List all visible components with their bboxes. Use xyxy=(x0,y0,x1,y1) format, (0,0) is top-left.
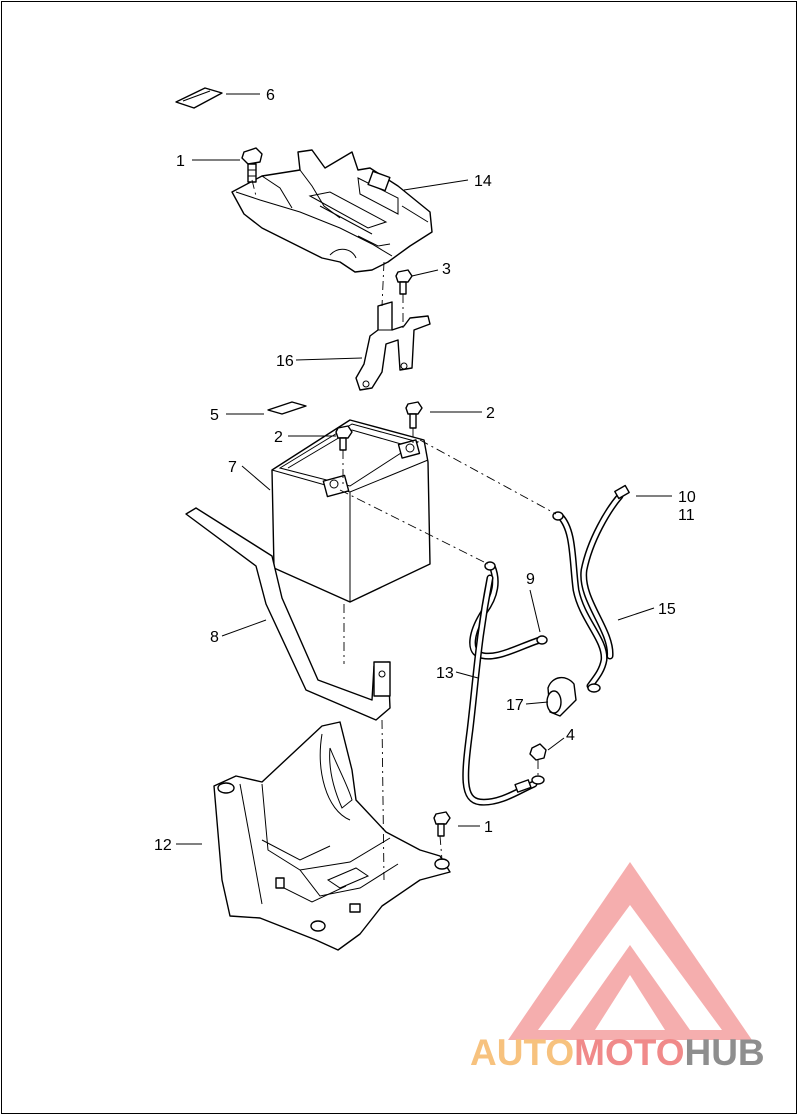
part-4-nut xyxy=(529,743,547,761)
callout-10: 10 xyxy=(678,489,696,506)
part-7-battery xyxy=(271,419,431,603)
callout-2-left: 2 xyxy=(274,429,283,446)
part-17-terminal-cover xyxy=(546,677,577,717)
callout-16: 16 xyxy=(276,353,294,370)
callout-14: 14 xyxy=(474,173,492,190)
callout-9: 9 xyxy=(526,571,535,588)
callout-8: 8 xyxy=(210,629,219,646)
watermark-word-hub: HUB xyxy=(684,1032,765,1073)
callout-12: 12 xyxy=(154,837,172,854)
part-1-bolt-top xyxy=(241,147,263,183)
part-13-cable xyxy=(462,561,548,806)
callout-labels: 6 1 14 3 16 5 2 2 7 10 11 9 15 8 13 17 4… xyxy=(154,87,696,854)
callout-5: 5 xyxy=(210,407,219,424)
callout-3: 3 xyxy=(442,261,451,278)
callout-1-lower: 1 xyxy=(484,819,493,836)
leader-lines xyxy=(176,93,672,845)
watermark-word-moto: MOTO xyxy=(574,1032,685,1073)
watermark-logo-mark xyxy=(508,862,752,1040)
callout-13: 13 xyxy=(436,665,454,682)
watermark-logo-text: AUTOMOTOHUB xyxy=(470,1032,765,1074)
part-8-strap xyxy=(185,507,391,721)
callout-6: 6 xyxy=(266,87,275,104)
part-6-label xyxy=(175,87,223,109)
part-5-label xyxy=(267,401,307,415)
callout-4: 4 xyxy=(566,727,575,744)
part-15-cable xyxy=(552,484,630,693)
callout-2-right: 2 xyxy=(486,405,495,422)
alignment-lines xyxy=(251,179,557,881)
callout-17: 17 xyxy=(506,697,524,714)
callout-11: 11 xyxy=(678,507,695,524)
part-12-battery-tray xyxy=(213,721,451,951)
part-3-bolt xyxy=(395,269,413,295)
part-2-bolt-right xyxy=(405,401,423,429)
callout-15: 15 xyxy=(658,601,676,618)
callout-1-top: 1 xyxy=(176,153,185,170)
callout-7: 7 xyxy=(228,459,237,476)
part-16-bracket xyxy=(355,301,431,391)
watermark-word-auto: AUTO xyxy=(470,1032,575,1073)
part-14-bracket-assembly xyxy=(231,149,433,273)
part-1-bolt-lower xyxy=(433,811,451,837)
